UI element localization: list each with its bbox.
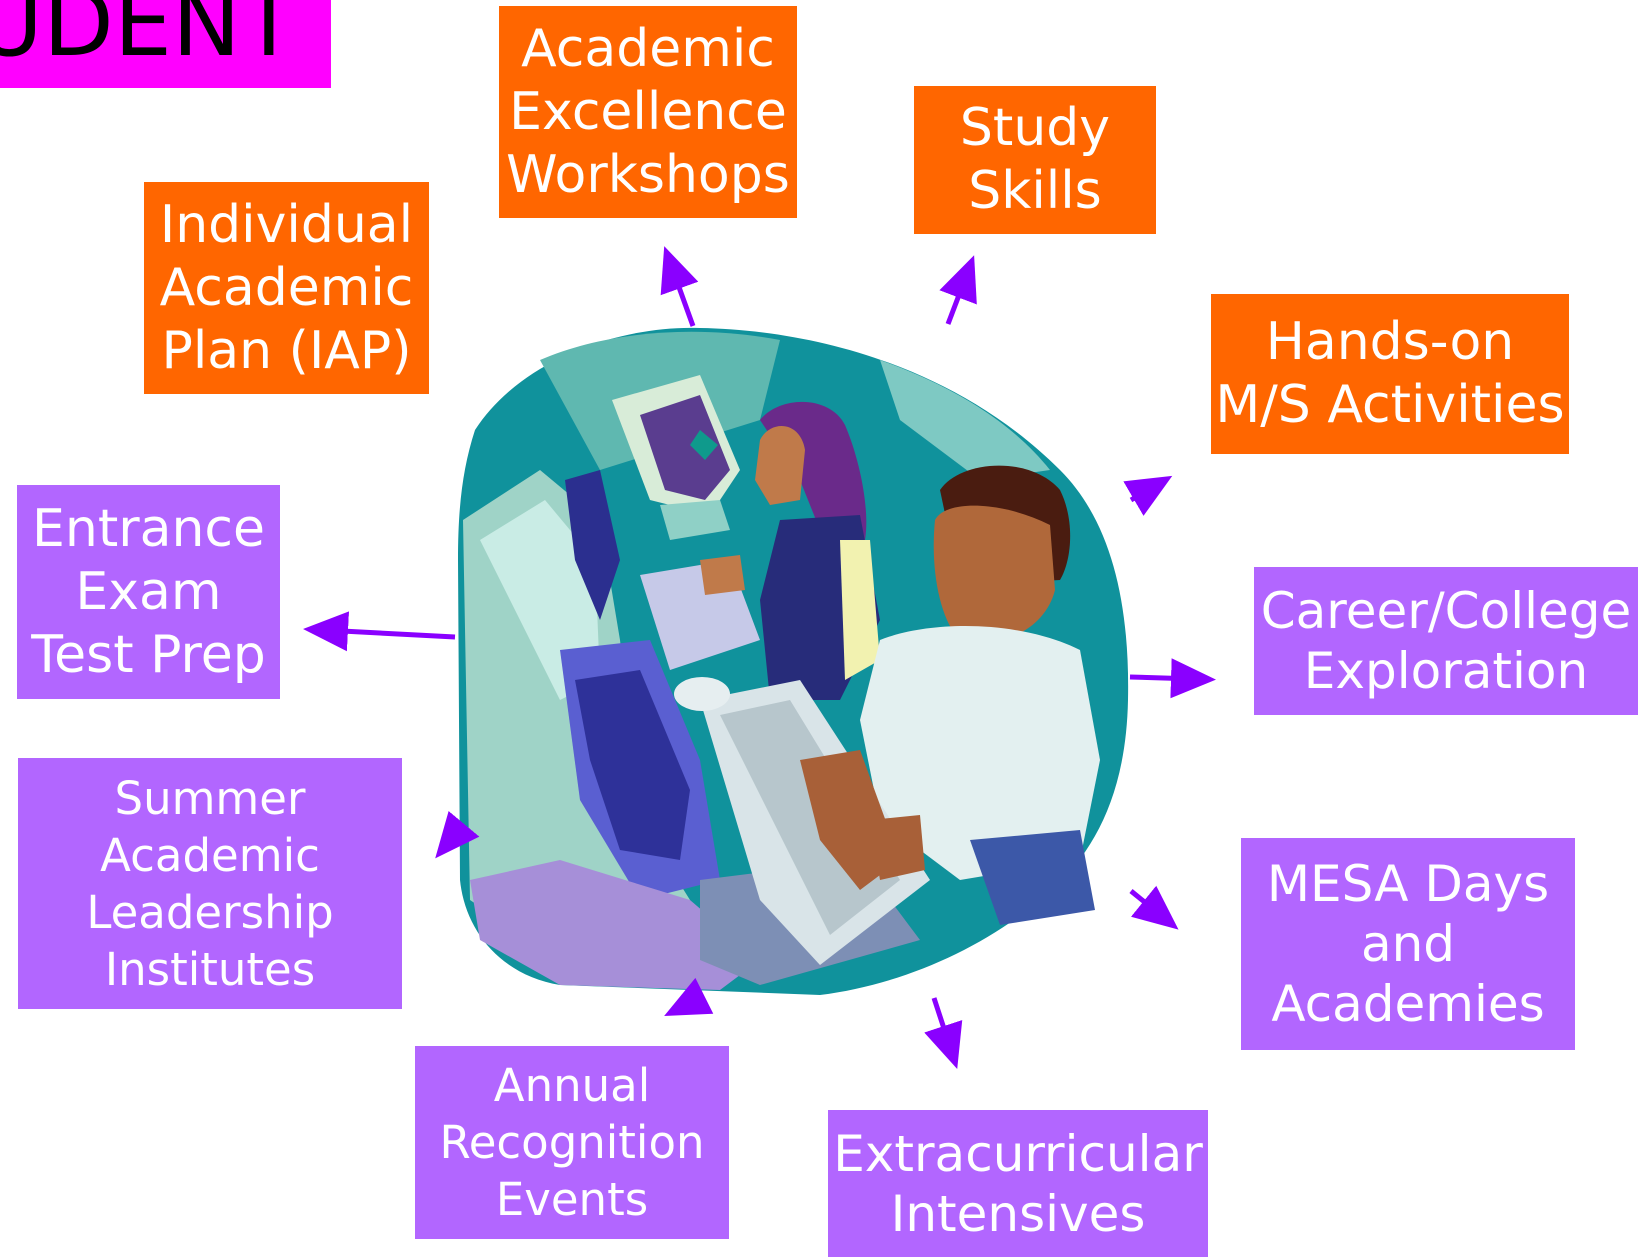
box-label: Career/College Exploration [1260, 582, 1632, 700]
box-label: Hands-on M/S Activities [1215, 312, 1565, 435]
box-individual-academic-plan: Individual Academic Plan (IAP) [144, 182, 429, 394]
box-label: Study Skills [959, 98, 1111, 221]
box-annual-recognition-events: Annual Recognition Events [415, 1046, 729, 1239]
box-summer-academic-leadership-institutes: Summer Academic Leadership Institutes [18, 758, 402, 1009]
page-title: UDENT [0, 0, 297, 77]
box-label: Annual Recognition Events [439, 1059, 705, 1226]
box-entrance-exam-test-prep: Entrance Exam Test Prep [17, 485, 280, 699]
box-label: Extracurricular Intensives [833, 1124, 1203, 1243]
box-hands-on-activities: Hands-on M/S Activities [1211, 294, 1569, 454]
box-label: Summer Academic Leadership Institutes [86, 771, 334, 996]
box-study-skills: Study Skills [914, 86, 1156, 234]
box-career-college-exploration: Career/College Exploration [1254, 567, 1638, 715]
box-academic-excellence-workshops: Academic Excellence Workshops [499, 6, 797, 218]
box-label: Academic Excellence Workshops [506, 18, 790, 205]
box-extracurricular-intensives: Extracurricular Intensives [828, 1110, 1208, 1257]
box-label: Entrance Exam Test Prep [31, 498, 266, 685]
title-banner: UDENT [0, 0, 331, 88]
box-label: MESA Days and Academies [1266, 855, 1550, 1033]
box-label: Individual Academic Plan (IAP) [159, 194, 414, 381]
box-mesa-days-and-academies: MESA Days and Academies [1241, 838, 1575, 1050]
